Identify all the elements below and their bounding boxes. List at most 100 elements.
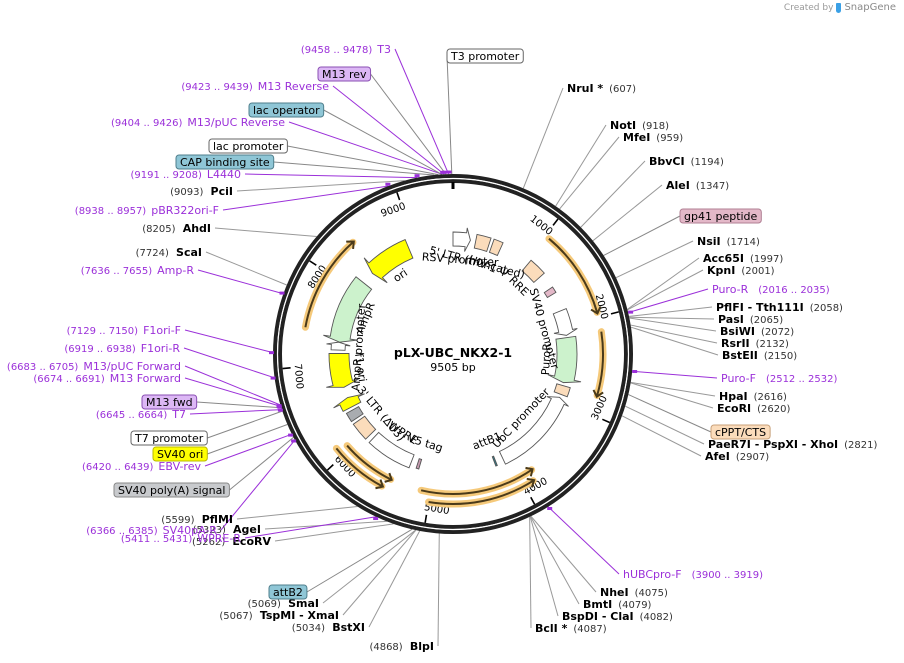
enzyme-tspmi-xmai[interactable]: (5067) TspMI - XmaI [219, 609, 339, 622]
feature-hiv-1[interactable] [488, 238, 504, 257]
enzyme-bsiwi[interactable]: BsiWI(2072) [720, 325, 794, 338]
primer-f1ori-f[interactable]: (7129 .. 7150)F1ori-F [67, 324, 181, 337]
feature-box-sv40-ori[interactable]: SV40 ori [152, 446, 208, 462]
primer-t3[interactable]: (9458 .. 9478)T3 [301, 43, 391, 56]
feature-box-m13-fwd[interactable]: M13 fwd [141, 394, 198, 410]
primer-t7[interactable]: (6645 .. 6664)T7 [96, 408, 186, 421]
feature-5-ltr-truncated[interactable] [473, 233, 492, 252]
primer-hubcpro-f[interactable]: hUBCpro-F(3900 .. 3919) [623, 568, 763, 581]
enzyme-afei[interactable]: AfeI(2907) [705, 450, 769, 463]
primer-m13-puc-forward[interactable]: (6683 .. 6705)M13/pUC Forward [7, 360, 181, 373]
enzyme-bbvci[interactable]: BbvCI(1194) [649, 155, 724, 168]
feature-puror[interactable] [547, 335, 582, 384]
enzyme-bstxi[interactable]: (5034) BstXI [292, 621, 365, 634]
enzyme-noti[interactable]: NotI(918) [610, 119, 669, 132]
enzyme-position: (1997) [750, 254, 783, 265]
feature-sv40-poly-a-signal[interactable] [345, 405, 364, 423]
enzyme-agei[interactable]: (5323) AgeI [193, 523, 261, 536]
feature-box-leader [323, 109, 442, 175]
primer-sv40pa-r-leader [220, 439, 296, 531]
feature-box-lac-operator[interactable]: lac operator [248, 102, 325, 118]
primer-wpre-r[interactable]: (5411 .. 5431)WPRE-R [121, 532, 241, 545]
feature-box-label: CAP binding site [180, 156, 270, 169]
enzyme-mfei[interactable]: MfeI(959) [623, 131, 683, 144]
enzyme-rsrii[interactable]: RsrII(2132) [721, 337, 789, 350]
primer-name: pBR322ori-F [151, 204, 219, 217]
enzyme-ecori[interactable]: EcoRI(2620) [717, 402, 791, 415]
feature-box-t3-promoter[interactable]: T3 promoter [446, 48, 524, 64]
enzyme-nrui[interactable]: NruI *(607) [567, 82, 636, 95]
enzyme-alei[interactable]: AleI(1347) [666, 179, 729, 192]
feature-v5-tag[interactable] [415, 458, 423, 470]
primer-position: (6366 .. 6385) [86, 526, 158, 537]
feature-rre[interactable] [521, 259, 545, 284]
primer-mark [288, 433, 294, 437]
feature-f1-ori[interactable] [326, 352, 360, 388]
feature-box-m13-rev[interactable]: M13 rev [317, 66, 372, 82]
feature-ubc-promoter[interactable] [498, 396, 569, 465]
enzyme-bmti-leader [530, 516, 580, 605]
feature-box-label: M13 rev [322, 68, 367, 81]
enzyme-bcli[interactable]: BclI *(4087) [535, 622, 607, 635]
feature-sv40-promoter[interactable] [552, 308, 578, 336]
enzyme-pcii[interactable]: (9093) PciI [170, 185, 233, 198]
enzyme-position: (2620) [757, 404, 790, 415]
enzyme-ahdi[interactable]: (8205) AhdI [142, 222, 211, 235]
primer-m13-puc-reverse[interactable]: (9404 .. 9426)M13/pUC Reverse [111, 116, 285, 129]
enzyme-pflfi-tth111i[interactable]: PflFI - Tth111I(2058) [716, 301, 843, 314]
enzyme-pasi[interactable]: PasI(2065) [718, 313, 783, 326]
enzyme-name: EcoRV [232, 535, 271, 548]
enzyme-kpni[interactable]: KpnI(2001) [707, 264, 775, 277]
feature-gp41-peptide[interactable] [543, 286, 557, 299]
primer-amp-r[interactable]: (7636 .. 7655)Amp-R [81, 264, 195, 277]
enzyme-pflmi-leader [236, 506, 358, 520]
primer-m13-forward[interactable]: (6674 .. 6691)M13 Forward [33, 372, 181, 385]
enzyme-blpi[interactable]: (4868) BlpI [369, 640, 434, 653]
enzyme-name: BstEII [722, 349, 758, 362]
feature-ampr-promoter[interactable] [326, 341, 351, 351]
enzyme-name: BstXI [332, 621, 365, 634]
primer-l4440[interactable]: (9191 .. 9208)L4440 [130, 168, 241, 181]
feature-box-t7-promoter[interactable]: T7 promoter [130, 430, 208, 446]
primer-position: (6674 .. 6691) [33, 374, 105, 385]
feature-ampr[interactable] [323, 276, 373, 343]
feature-sv40-ori[interactable] [333, 393, 365, 413]
primer-puro-f[interactable]: Puro-F(2512 .. 2532) [721, 372, 837, 385]
enzyme-ecorv[interactable]: (5262) EcoRV [192, 535, 271, 548]
enzyme-paer7i-pspxi-xhoi[interactable]: PaeR7I - PspXI - XhoI(2821) [708, 438, 878, 451]
enzyme-hpai[interactable]: HpaI(2616) [719, 390, 787, 403]
primer-ebv-rev[interactable]: (6420 .. 6439)EBV-rev [82, 460, 201, 473]
enzyme-nsii[interactable]: NsiI(1714) [697, 235, 760, 248]
feature-box-label: attB2 [273, 586, 303, 599]
enzyme-bspdi-clai[interactable]: BspDI - ClaI(4082) [562, 610, 673, 623]
feature-3-ltr-u3[interactable] [352, 415, 377, 440]
feature-box-lac-promoter[interactable]: lac promoter [208, 138, 288, 154]
enzyme-bspdi-clai-leader [529, 516, 559, 617]
enzyme-bsteii[interactable]: BstEII(2150) [722, 349, 797, 362]
primer-f1ori-r[interactable]: (6919 .. 6938)F1ori-R [64, 342, 180, 355]
enzyme-bmti[interactable]: BmtI(4079) [583, 598, 652, 611]
feature-ori[interactable] [363, 239, 414, 284]
enzyme-scai[interactable]: (7724) ScaI [136, 246, 202, 259]
feature-box-cppt-cts[interactable]: cPPT/CTS [710, 424, 771, 440]
primer-l4440-leader [244, 173, 417, 179]
primer-puro-r[interactable]: Puro-R(2016 .. 2035) [712, 283, 830, 296]
enzyme-smai[interactable]: (5069) SmaI [248, 597, 319, 610]
feature-box-bg [679, 208, 762, 224]
feature-box-cap-binding-site[interactable]: CAP binding site [175, 154, 275, 170]
primer-t7-leader [189, 409, 282, 415]
enzyme-acc65i[interactable]: Acc65I(1997) [703, 252, 783, 265]
enzyme-noti-leader [555, 124, 607, 207]
enzyme-pflmi[interactable]: (5599) PflMI [161, 513, 233, 526]
feature-box-sv40-poly-a-signal[interactable]: SV40 poly(A) signal [113, 482, 230, 498]
feature-cppt-cts[interactable] [553, 383, 571, 398]
feature-wpre[interactable] [368, 431, 415, 469]
feature-attb1[interactable] [491, 455, 498, 467]
feature-box-attb2[interactable]: attB2 [268, 584, 308, 600]
feature-rsv-promoter[interactable] [452, 227, 471, 252]
primer-pbr322ori-f[interactable]: (8938 .. 8957)pBR322ori-F [75, 204, 219, 217]
primer-sv40pa-r[interactable]: (6366 .. 6385)SV40pA-R [86, 524, 217, 537]
feature-box-gp41-peptide[interactable]: gp41 peptide [679, 208, 762, 224]
enzyme-nhei[interactable]: NheI(4075) [600, 586, 668, 599]
primer-m13-reverse[interactable]: (9423 .. 9439)M13 Reverse [181, 80, 329, 93]
